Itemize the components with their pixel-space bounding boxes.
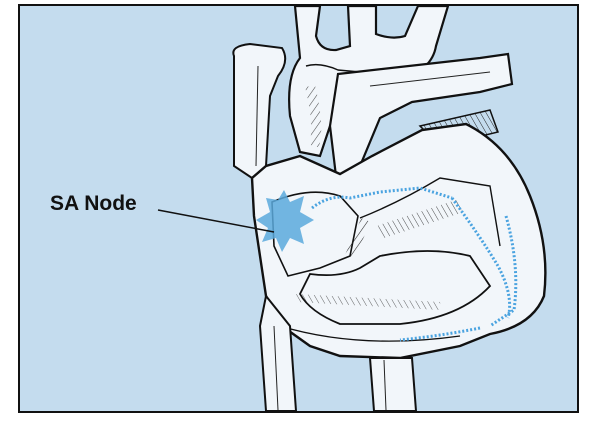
diagram-frame: SA Node (18, 4, 579, 413)
heart-body (252, 124, 545, 358)
superior-vena-cava (233, 44, 285, 178)
sa-node-label: SA Node (50, 192, 137, 216)
